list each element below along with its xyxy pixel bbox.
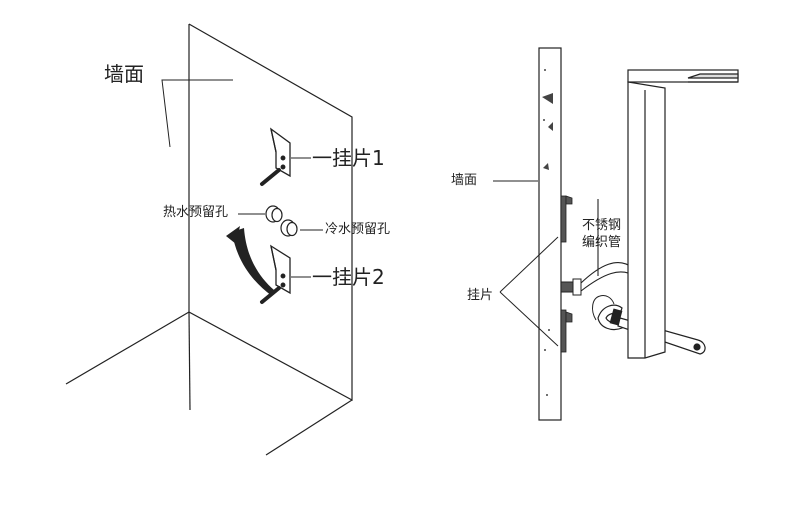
wall-texture (542, 69, 553, 396)
wall-leader (161, 79, 233, 148)
pipe-fitting (560, 278, 582, 296)
hand (592, 295, 615, 321)
hot-water-hole-label: 热水预留孔 (163, 205, 229, 220)
bracket-2 (260, 244, 311, 304)
left-wall (65, 23, 353, 456)
bracket-1 (260, 127, 311, 186)
hot-water-hole (238, 205, 283, 223)
bracket-1-label: 一挂片1 (312, 146, 385, 170)
faucet-body (627, 69, 739, 359)
right-wall-section (538, 47, 562, 421)
right-bracket-label: 挂片 (467, 288, 494, 303)
bracket-2-label: 一挂片2 (312, 265, 385, 289)
section-bracket-bottom (560, 309, 573, 353)
left-wall-label: 墙面 (104, 62, 144, 86)
cold-water-hole (280, 219, 323, 237)
hose-label-line1: 不锈钢 (582, 218, 622, 233)
cold-water-hole-label: 冷水预留孔 (325, 222, 391, 237)
bracket-leaders (499, 236, 559, 347)
hose-label-line2: 编织管 (582, 235, 622, 250)
right-wall-label: 墙面 (451, 173, 478, 188)
section-bracket-top (560, 195, 573, 243)
direction-arrow (226, 226, 274, 296)
